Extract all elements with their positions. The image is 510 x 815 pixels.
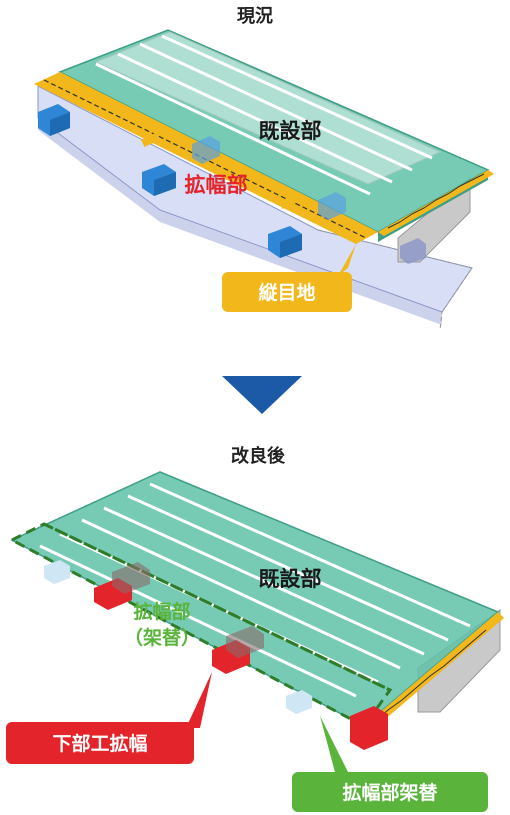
bottom-title: 改良後 — [231, 445, 286, 467]
top-bearings — [38, 104, 426, 264]
replacement-callout-text: 拡幅部架替 — [342, 781, 438, 804]
bottom-substructures — [44, 560, 388, 750]
bottom-widening-label-line2: （架替） — [124, 626, 200, 649]
substructure-callout-text: 下部工拡幅 — [52, 732, 147, 755]
top-expansion-joint — [378, 170, 494, 236]
joint-callout: 縦目地 — [222, 244, 356, 312]
top-widening-outline — [317, 229, 473, 331]
bottom-widening-label-line1: 拡幅部 — [133, 600, 190, 623]
bottom-existing-label: 既設部 — [259, 567, 322, 591]
top-bridge-drawing — [34, 29, 494, 331]
bottom-bridge-drawing — [8, 471, 504, 750]
top-title: 現況 — [237, 5, 273, 27]
top-widening-label: 拡幅部 — [185, 173, 248, 197]
substructure-callout: 下部工拡幅 — [6, 672, 212, 764]
joint-callout-text: 縦目地 — [258, 281, 315, 304]
top-existing-label: 既設部 — [259, 119, 322, 143]
top-girders — [94, 31, 442, 196]
top-widening-side — [38, 118, 442, 325]
down-arrow — [222, 376, 302, 414]
replacement-callout: 拡幅部架替 — [292, 716, 488, 812]
